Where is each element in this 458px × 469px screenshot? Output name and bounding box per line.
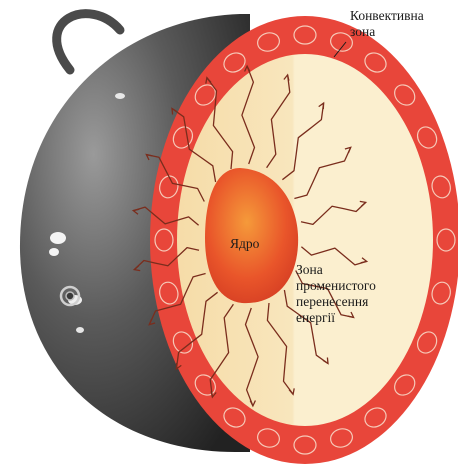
convective-zone-label: Конвективна зона (350, 8, 424, 40)
radiative-zone-label: Зона променистого перенесення енергії (296, 262, 376, 326)
core-label: Ядро (230, 236, 259, 252)
